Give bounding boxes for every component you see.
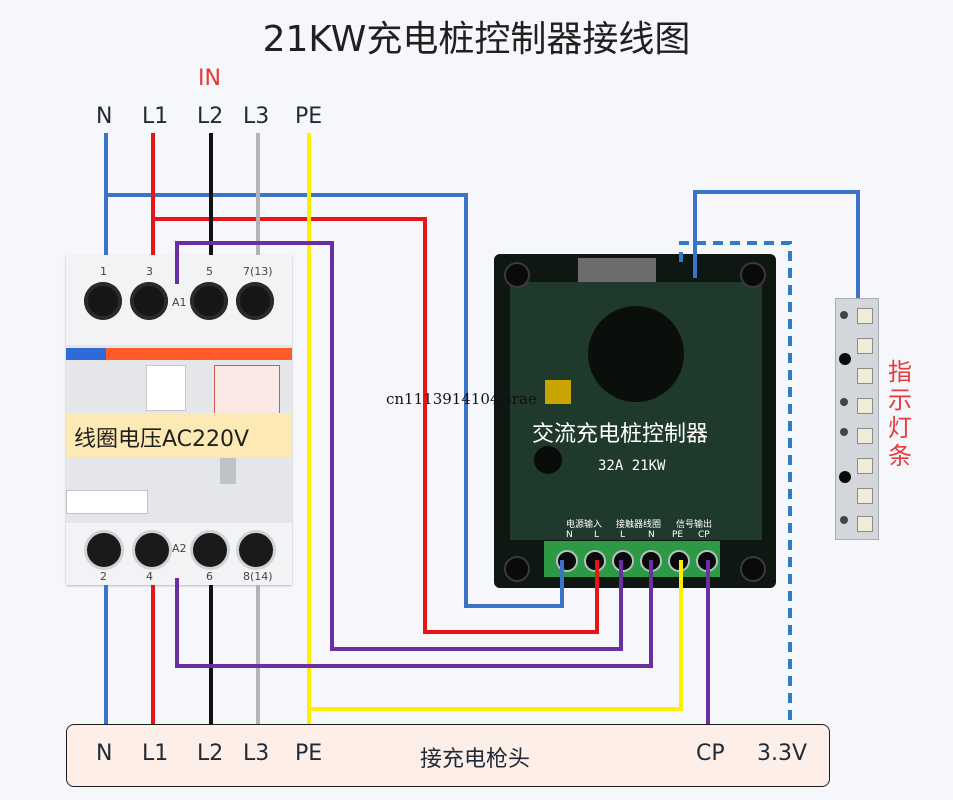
plug-terminal-l2: L2 [197,741,224,766]
controller-name: 交流充电桩控制器 [532,422,709,447]
led-6 [857,458,873,474]
resistor-4 [840,516,848,524]
contactor-screw-2 [84,530,124,570]
plug-terminal-pe: PE [295,741,323,766]
charging-plug-bar [66,724,830,787]
contactor-terminal-3: 3 [146,265,153,278]
contactor-terminal-4: 4 [146,570,153,583]
wire-3v3-dashed [679,241,792,726]
top-terminal-l1: L1 [142,104,169,129]
contactor-screw-8 [236,530,276,570]
controller-group-power: 电源输入 [566,520,603,530]
contactor-terminal-1: 1 [100,265,107,278]
controller-button [534,446,562,474]
resistor-1 [840,311,848,319]
watermark: cn1113914104jsrae [386,390,537,408]
controller-corner-bl [504,556,530,582]
plug-terminal-n: N [96,741,113,766]
led-4 [857,398,873,414]
contactor-terminal-7: 7(13) [243,265,273,278]
contactor-hole-1 [84,282,122,320]
led-1 [857,308,873,324]
contactor-hole-3 [130,282,168,320]
controller-term-pe: PE [672,530,684,540]
led-5 [857,428,873,444]
coil-label-box [66,413,292,457]
wire-indicator [693,190,860,298]
contactor-terminal-5: 5 [206,265,213,278]
top-terminal-pe: PE [295,104,323,129]
led-7 [857,488,873,504]
contactor-hole-5 [190,282,228,320]
top-terminal-l3: L3 [243,104,270,129]
wire-pe-to-controller [309,560,683,711]
controller-group-coil: 接触器线圈 [616,520,662,530]
controller-chip [545,380,571,404]
controller-corner-tr [740,262,766,288]
plug-terminal-cp: CP [696,741,725,766]
indicator-label: 指示灯条 [888,358,912,470]
contactor-blue-stripe [66,348,106,360]
controller-term-l1: L [594,530,600,540]
controller-term-l2: L [620,530,626,540]
wire-coil-a1 [175,241,623,651]
led-3 [857,368,873,384]
plug-voltage-label: 3.3V [757,741,808,766]
contactor-terminal-6: 6 [206,570,213,583]
coil-voltage-label: 线圈电压AC220V [74,427,250,452]
contactor-a1-label: A1 [172,296,187,309]
plug-terminal-l3: L3 [243,741,270,766]
contactor-screw-6 [190,530,230,570]
resistor-3 [840,428,848,436]
led-hole-2 [839,471,851,483]
contactor-red-stripe [106,348,292,360]
contactor-hole-7 [236,282,274,320]
controller-spec: 32A 21KW [598,458,666,474]
diagram-title: 21KW充电桩控制器接线图 [262,19,691,60]
contactor-terminal-8: 8(14) [243,570,273,583]
input-label: IN [198,66,221,91]
controller-term-n2: N [648,530,655,540]
controller-corner-br [740,556,766,582]
controller-group-signal: 信号输出 [676,520,713,530]
contactor-tab [220,458,236,484]
wire-coil-a2 [175,560,653,668]
wire-l1-to-controller [153,217,599,634]
led-8 [857,516,873,532]
led-2 [857,338,873,354]
contactor-screw-4 [132,530,172,570]
contactor-terminal-2: 2 [100,570,107,583]
controller-term-cp: CP [698,530,710,540]
contactor-a2-label: A2 [172,542,187,555]
controller-dial [588,306,684,402]
resistor-2 [840,398,848,406]
controller-term-n1: N [566,530,573,540]
plug-terminal-l1: L1 [142,741,169,766]
contactor-window [146,365,186,411]
controller-corner-tl [504,262,530,288]
wire-n-to-controller [106,193,564,608]
top-terminal-n: N [96,104,113,129]
led-hole-1 [839,353,851,365]
contactor-slot [66,490,148,514]
top-terminal-l2: L2 [197,104,224,129]
controller-connector [578,258,656,284]
plug-label: 接充电枪头 [420,747,531,772]
